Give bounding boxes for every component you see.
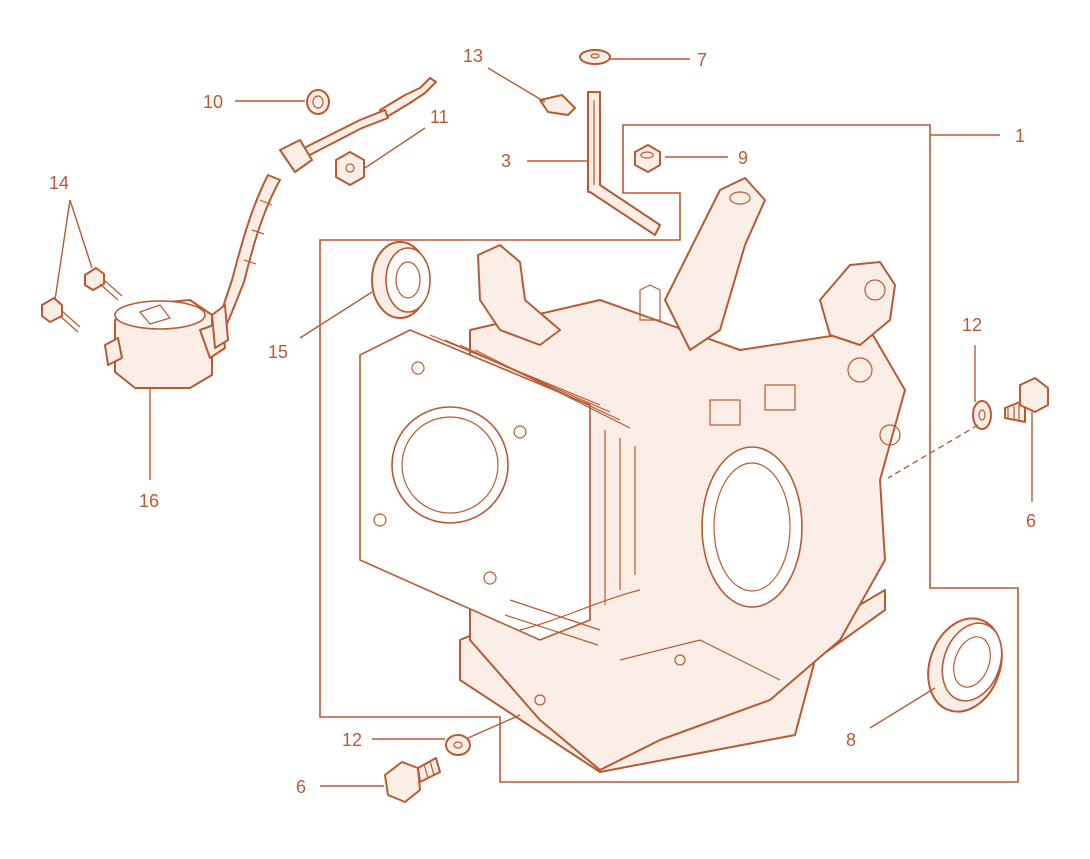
- assembly-bracket-frame: [319, 124, 1019, 783]
- part-7-washer: [579, 49, 611, 65]
- label-10: 10: [203, 92, 223, 112]
- label-6-right: 6: [1026, 511, 1036, 531]
- label-12-right: 12: [962, 315, 982, 335]
- part-11-nut: [335, 151, 365, 186]
- label-12-bottom: 12: [342, 730, 362, 750]
- part-14-screws: [41, 267, 123, 333]
- right-bolt-and-washer: [972, 377, 1049, 430]
- part-10-washer: [306, 89, 330, 115]
- crankcase-block: [359, 177, 906, 773]
- part-8-oil-seal: [927, 617, 1003, 713]
- part-16-housing: [104, 299, 229, 389]
- label-16: 16: [139, 491, 159, 511]
- label-11: 11: [430, 107, 449, 127]
- bottom-bolt-and-washer: [384, 734, 471, 803]
- leader-lines: [54, 58, 1033, 787]
- label-6-bottom: 6: [296, 777, 306, 797]
- label-15: 15: [268, 342, 288, 362]
- label-9: 9: [738, 148, 748, 168]
- part-3-rod: [587, 91, 661, 236]
- part-15-bearing: [371, 241, 431, 319]
- label-1: 1: [1015, 126, 1025, 146]
- part-9-nut: [634, 144, 661, 173]
- part-13-clip: [539, 94, 576, 116]
- label-3: 3: [501, 151, 511, 171]
- label-14: 14: [49, 173, 69, 193]
- label-8: 8: [846, 730, 856, 750]
- label-13: 13: [463, 46, 483, 66]
- label-7: 7: [697, 50, 707, 70]
